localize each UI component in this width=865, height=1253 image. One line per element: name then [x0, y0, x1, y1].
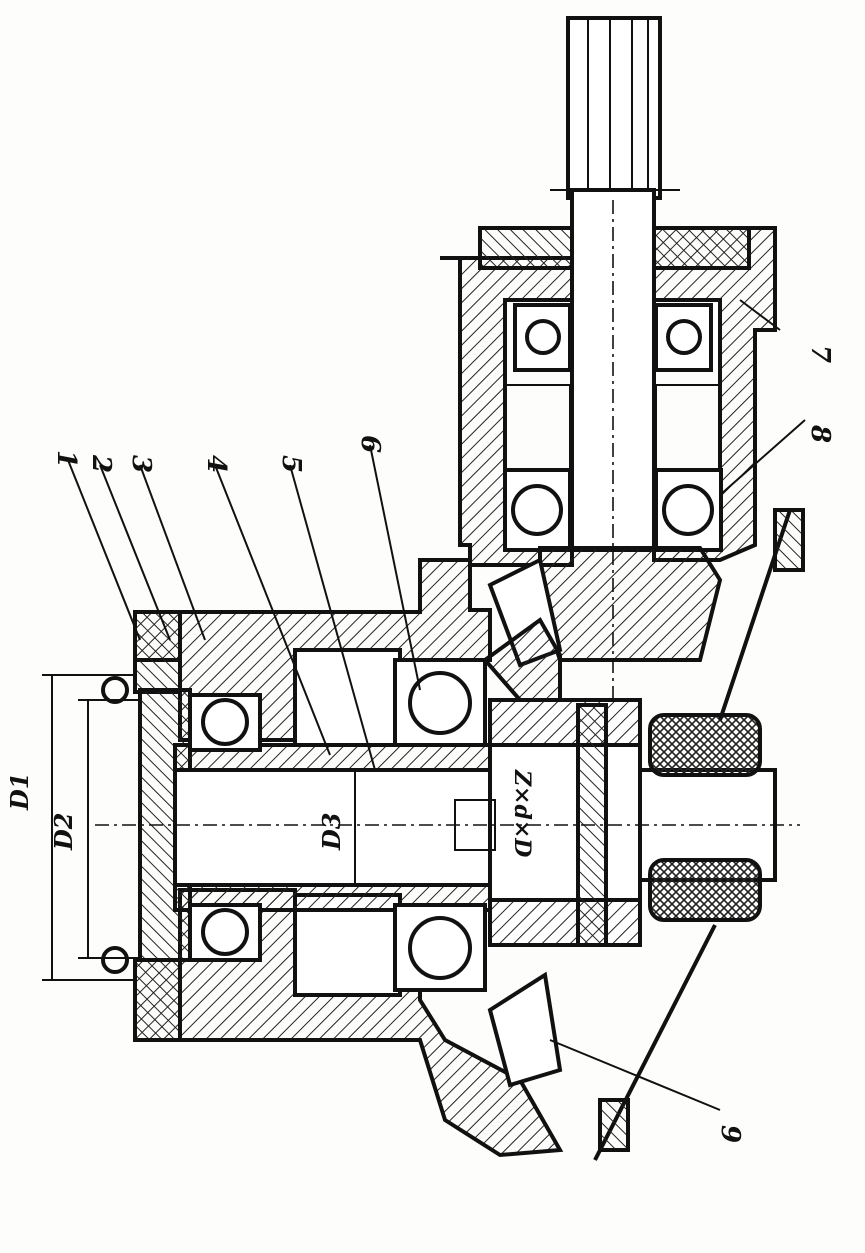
- guard-plate: [593, 508, 805, 1161]
- bearing-a-bottom: [188, 903, 262, 962]
- label-7: 7: [805, 345, 835, 363]
- label-3: 3: [126, 455, 156, 473]
- bolt-bottom: [101, 946, 129, 974]
- oil-cavity-top: [293, 648, 402, 747]
- cover-flange-right: [652, 226, 751, 270]
- leader-lines: [67, 299, 806, 1111]
- upper-small-bearing-right: [654, 303, 713, 372]
- bearing-a-top: [188, 693, 262, 752]
- sleeve-top: [488, 698, 642, 747]
- hub-bore: [173, 768, 497, 887]
- label-4: 4: [201, 455, 231, 473]
- part-labels: 1 2 3 4 5 6 7 8 9: [51, 345, 835, 1143]
- dimension-labels: D1 D2 D3 Z×d×D: [5, 769, 535, 857]
- cover-1-lower: [133, 958, 182, 1042]
- hub-bearings: [188, 658, 487, 992]
- sleeve-bottom: [488, 898, 642, 947]
- crown-gear-upper: [482, 617, 562, 702]
- seal-top: [648, 713, 762, 777]
- dim-d3: D3: [317, 812, 346, 851]
- pinion-body: [538, 546, 723, 662]
- label-2: 2: [86, 454, 116, 473]
- crown-tooth-lower: [487, 971, 563, 1088]
- dim-spline: Z×d×D: [509, 769, 535, 857]
- dim-d1: D1: [5, 772, 34, 811]
- dimension-lines: [42, 674, 356, 981]
- upper-small-bearing-left: [513, 303, 572, 372]
- cover-flange-left: [478, 226, 574, 270]
- cover-1: [133, 610, 182, 694]
- center-lines: [95, 200, 800, 826]
- oil-seal: [648, 713, 762, 922]
- label-6: 6: [355, 435, 385, 453]
- guard-bolt-bottom: [598, 1098, 630, 1152]
- label-1: 1: [51, 450, 81, 468]
- guard-bolt-top: [773, 508, 805, 572]
- spline-end: [566, 16, 662, 200]
- seal-bottom: [648, 858, 762, 922]
- label-8: 8: [805, 424, 835, 443]
- label-9: 9: [715, 1125, 745, 1143]
- label-5: 5: [276, 455, 306, 473]
- bolt-top: [101, 676, 129, 704]
- dim-d2: D2: [49, 812, 78, 851]
